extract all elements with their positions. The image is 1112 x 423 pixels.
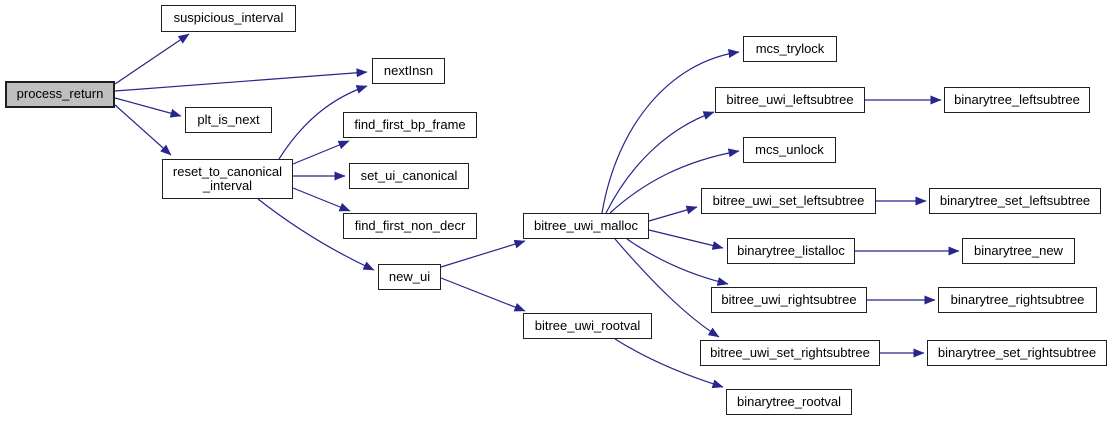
edge-bitree_uwi_malloc-to-mcs_unlock [609, 148, 740, 214]
node-binarytree_rightsubtree[interactable]: binarytree_rightsubtree [938, 287, 1097, 313]
node-bitree_uwi_rootval[interactable]: bitree_uwi_rootval [523, 313, 652, 339]
node-binarytree_set_rightsubtree[interactable]: binarytree_set_rightsubtree [927, 340, 1107, 366]
edge-bitree_uwi_malloc-to-bitree_uwi_leftsubtree [605, 111, 715, 214]
node-binarytree_new[interactable]: binarytree_new [962, 238, 1075, 264]
node-reset_to_canonical_interval[interactable]: reset_to_canonical _interval [162, 159, 293, 199]
edge-bitree_uwi_malloc-to-bitree_uwi_set_leftsubtree [648, 205, 698, 222]
node-binarytree_listalloc[interactable]: binarytree_listalloc [727, 238, 855, 264]
node-bitree_uwi_set_leftsubtree[interactable]: bitree_uwi_set_leftsubtree [701, 188, 876, 214]
node-bitree_uwi_set_rightsubtree[interactable]: bitree_uwi_set_rightsubtree [700, 340, 880, 366]
node-plt_is_next[interactable]: plt_is_next [185, 107, 272, 133]
node-process_return[interactable]: process_return [5, 81, 115, 108]
edge-bitree_uwi_rootval-to-binarytree_rootval [614, 338, 724, 389]
node-set_ui_canonical[interactable]: set_ui_canonical [349, 163, 469, 189]
node-bitree_uwi_rightsubtree[interactable]: bitree_uwi_rightsubtree [711, 287, 867, 313]
edge-reset_to_canonical_interval-to-find_first_bp_frame [292, 140, 350, 165]
edge-process_return-to-suspicious_interval [114, 33, 190, 85]
node-nextInsn[interactable]: nextInsn [372, 58, 445, 84]
node-bitree_uwi_leftsubtree[interactable]: bitree_uwi_leftsubtree [715, 87, 865, 113]
edge-reset_to_canonical_interval-to-new_ui [257, 198, 375, 271]
node-find_first_non_decr[interactable]: find_first_non_decr [343, 213, 477, 239]
edge-bitree_uwi_malloc-to-binarytree_listalloc [648, 229, 724, 250]
edge-reset_to_canonical_interval-to-find_first_non_decr [292, 187, 351, 212]
edge-reset_to_canonical_interval-to-nextInsn [278, 85, 368, 160]
edge-process_return-to-reset_to_canonical_interval [114, 104, 172, 156]
node-new_ui[interactable]: new_ui [378, 264, 441, 290]
edge-bitree_uwi_malloc-to-bitree_uwi_set_rightsubtree [614, 238, 720, 338]
node-mcs_trylock[interactable]: mcs_trylock [743, 36, 837, 62]
edge-new_ui-to-bitree_uwi_malloc [440, 239, 526, 268]
edges-group [114, 33, 960, 389]
edge-bitree_uwi_malloc-to-bitree_uwi_rightsubtree [626, 238, 729, 286]
edge-process_return-to-plt_is_next [114, 97, 182, 118]
node-bitree_uwi_malloc[interactable]: bitree_uwi_malloc [523, 213, 649, 239]
node-binarytree_set_leftsubtree[interactable]: binarytree_set_leftsubtree [929, 188, 1101, 214]
node-suspicious_interval[interactable]: suspicious_interval [161, 5, 296, 32]
node-find_first_bp_frame[interactable]: find_first_bp_frame [343, 112, 477, 138]
edge-process_return-to-nextInsn [114, 68, 368, 92]
edge-bitree_uwi_malloc-to-mcs_trylock [601, 49, 740, 214]
node-mcs_unlock[interactable]: mcs_unlock [743, 137, 836, 163]
node-binarytree_rootval[interactable]: binarytree_rootval [726, 389, 852, 415]
edge-new_ui-to-bitree_uwi_rootval [440, 277, 526, 312]
node-binarytree_leftsubtree[interactable]: binarytree_leftsubtree [944, 87, 1090, 113]
